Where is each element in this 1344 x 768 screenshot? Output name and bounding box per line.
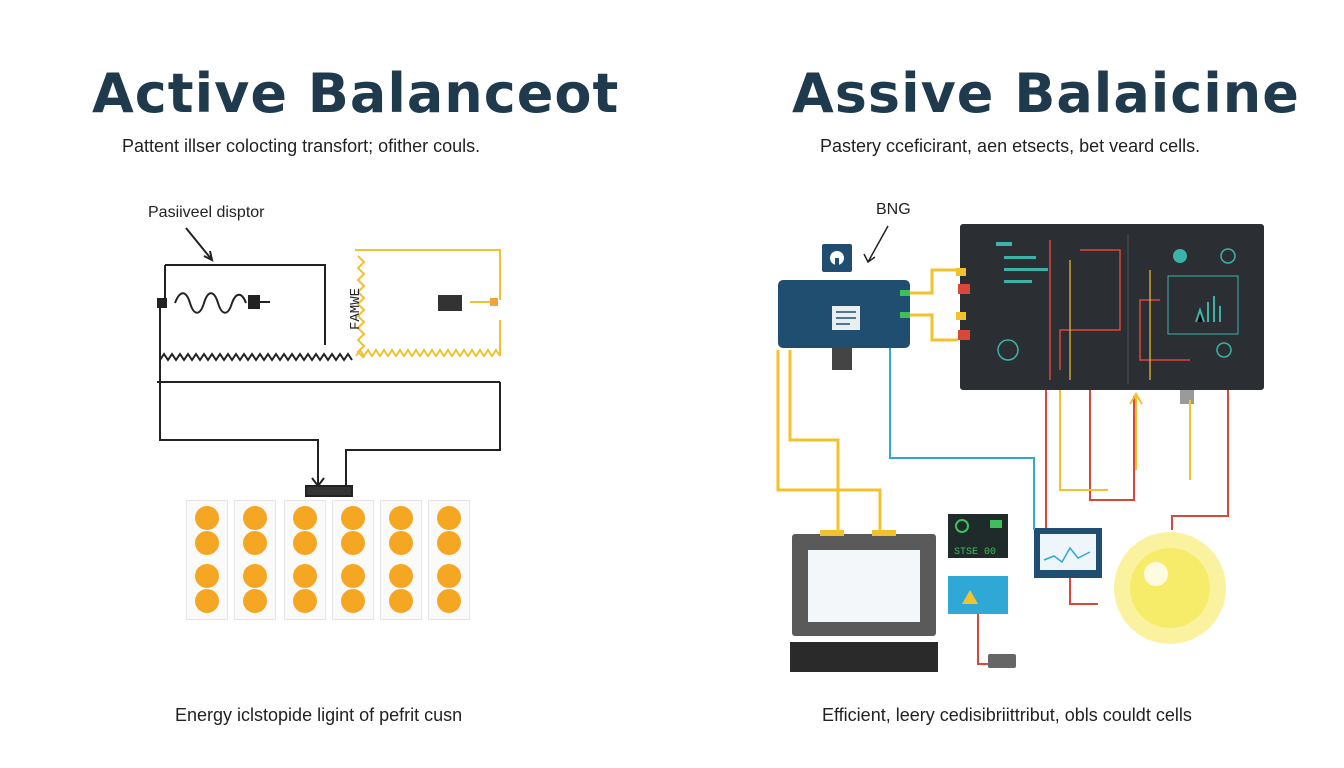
cell [389, 531, 413, 555]
cell [293, 531, 317, 555]
bng-callout-arrow [867, 225, 889, 263]
cell [341, 531, 365, 555]
left-caption: Energy iclstopide ligint of pefrit cusn [175, 705, 463, 725]
sensor-plug [988, 654, 1016, 668]
load-terminal [490, 298, 498, 306]
cell [437, 506, 461, 530]
cell [195, 531, 219, 555]
battery-pack [790, 530, 938, 672]
cell [195, 564, 219, 588]
cell [243, 531, 267, 555]
callout-arrowhead [203, 250, 214, 262]
battery-cells [195, 506, 461, 613]
cell [389, 506, 413, 530]
status-module: STSE 00 [948, 514, 1008, 558]
right-title: Assive Balaicine [792, 62, 1300, 125]
bms-module [778, 244, 910, 370]
right-callout-label: BNG [876, 201, 911, 218]
left-title: Active Balanceot [92, 62, 620, 125]
load-block [438, 295, 462, 311]
top-wire [165, 264, 326, 300]
warning-module [948, 576, 1008, 614]
cell [341, 589, 365, 613]
left-return-wire [159, 300, 319, 486]
monitor-panel [960, 224, 1264, 404]
cell [293, 506, 317, 530]
cell [243, 564, 267, 588]
cell [437, 531, 461, 555]
callout-arrow [185, 227, 213, 261]
chart-module [1034, 528, 1102, 578]
cell [293, 564, 317, 588]
cell [437, 564, 461, 588]
right-return-wire [345, 382, 501, 486]
yellow-coil-loop [355, 249, 501, 359]
cell [293, 589, 317, 613]
cell [195, 506, 219, 530]
right-subtitle: Pastery cceficirant, aen etsects, bet ve… [820, 136, 1201, 156]
coil-label: FAMWE [348, 288, 364, 330]
switch-block [248, 295, 260, 309]
cell [243, 589, 267, 613]
bulb [1114, 532, 1226, 644]
cell [243, 506, 267, 530]
cell [195, 589, 219, 613]
cell [341, 506, 365, 530]
cell [341, 564, 365, 588]
balancer-chip [305, 485, 353, 497]
cell [389, 589, 413, 613]
zigzag-wire [159, 352, 353, 362]
left-circuit [157, 227, 501, 497]
cell [437, 589, 461, 613]
yellow-wire [910, 268, 958, 342]
status-module-text: STSE 00 [954, 547, 996, 558]
right-caption: Efficient, leery cedisibriittribut, obls… [822, 705, 1192, 725]
resistor-coil [174, 292, 247, 314]
connector-block [157, 298, 167, 308]
left-subtitle: Pattent illser colocting transfort; ofit… [122, 136, 481, 156]
cell [389, 564, 413, 588]
left-callout-label: Pasiiveel disptor [148, 204, 265, 221]
